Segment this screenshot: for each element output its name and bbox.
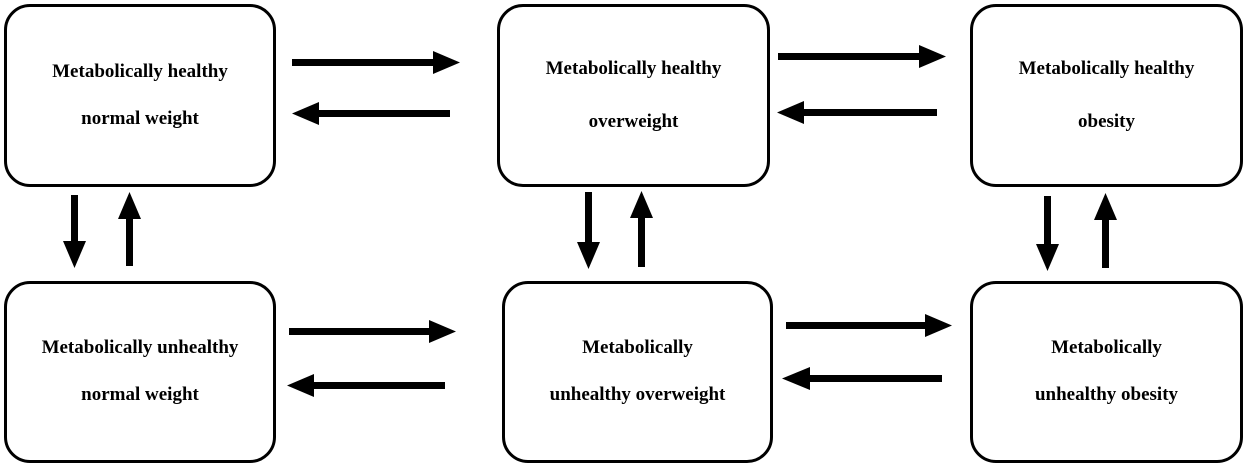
node-label-line1: Metabolically healthy xyxy=(1018,57,1195,79)
node-label-line1: Metabolically healthy xyxy=(545,57,722,79)
arrow-right-icon xyxy=(289,320,456,343)
arrow-down-icon xyxy=(63,195,86,268)
node-label-line2: obesity xyxy=(1078,110,1135,132)
arrow-down-icon xyxy=(577,192,600,269)
node-metabolically-unhealthy-overweight: Metabolically unhealthy overweight xyxy=(502,281,773,463)
node-label-line2: unhealthy overweight xyxy=(549,384,726,405)
node-label-line2: overweight xyxy=(588,110,679,132)
node-label-line2: normal weight xyxy=(81,384,199,405)
node-metabolically-healthy-normal-weight: Metabolically healthy normal weight xyxy=(4,4,276,187)
node-label-line1: Metabolically xyxy=(582,337,693,359)
arrow-left-icon xyxy=(777,101,937,124)
arrow-up-icon xyxy=(630,191,653,267)
arrow-left-icon xyxy=(782,367,942,390)
arrow-right-icon xyxy=(778,45,946,68)
node-metabolically-healthy-obesity: Metabolically healthy obesity xyxy=(970,4,1243,187)
arrow-left-icon xyxy=(292,102,450,125)
arrow-right-icon xyxy=(786,314,952,337)
arrow-right-icon xyxy=(292,51,460,74)
arrow-up-icon xyxy=(1094,193,1117,268)
node-metabolically-unhealthy-normal-weight: Metabolically unhealthy normal weight xyxy=(4,281,276,463)
arrow-left-icon xyxy=(287,374,445,397)
node-label-line1: Metabolically healthy xyxy=(52,60,228,82)
arrow-down-icon xyxy=(1036,196,1059,271)
node-metabolically-unhealthy-obesity: Metabolically unhealthy obesity xyxy=(970,281,1243,463)
node-label-line2: normal weight xyxy=(81,107,199,129)
arrow-up-icon xyxy=(118,192,141,266)
node-metabolically-healthy-overweight: Metabolically healthy overweight xyxy=(497,4,770,187)
node-label-line2: unhealthy obesity xyxy=(1034,384,1179,405)
node-label-line1: Metabolically unhealthy xyxy=(41,337,239,359)
node-label-line1: Metabolically xyxy=(1051,337,1162,359)
